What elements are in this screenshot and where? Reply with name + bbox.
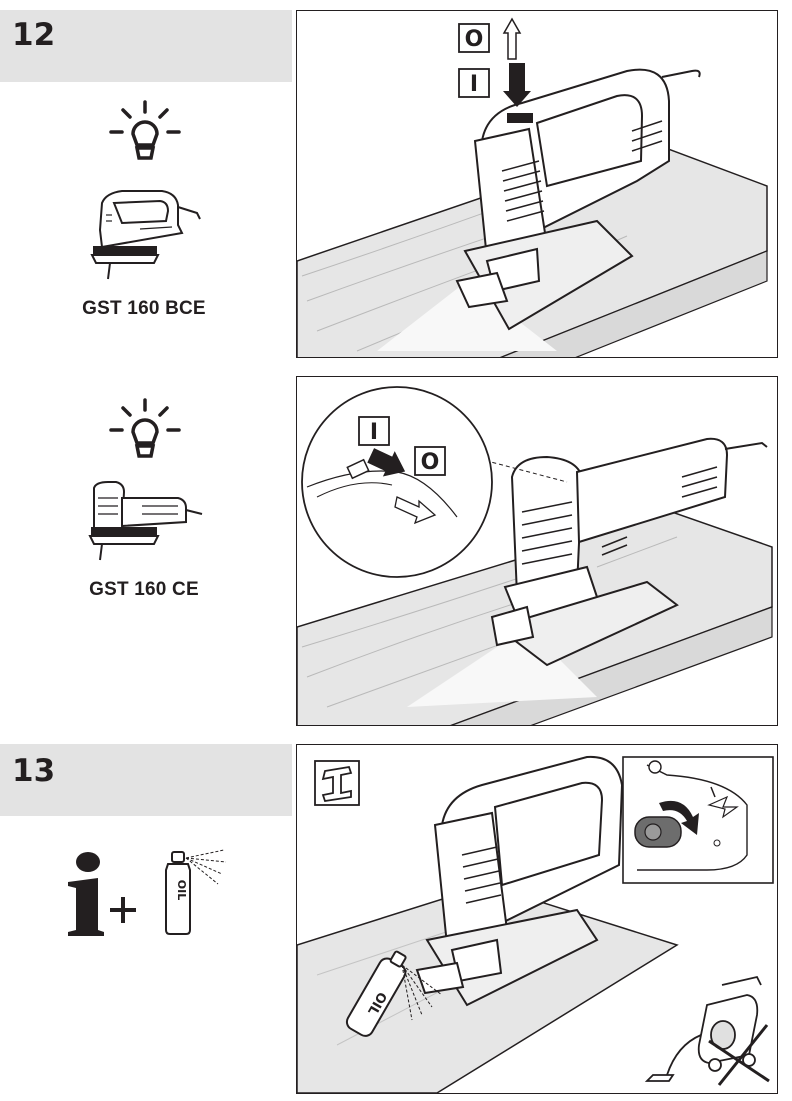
oil-can-icon: OIL [345,950,407,1037]
slide-arrow-icon [394,496,437,525]
jigsaw-on-off-illustration: I O [297,386,773,725]
off-symbol: O [421,450,440,475]
down-arrow-icon [503,63,531,107]
light-bulb-icon [109,398,181,458]
on-symbol: I [470,72,478,97]
model-label-bce: GST 160 BCE [82,298,206,319]
step-number: 13 [12,753,56,789]
oil-label: OIL [175,880,188,900]
step-13-header: 13 [0,744,292,816]
model-label-ce: GST 160 CE [89,579,199,600]
jigsaw-icon [88,481,203,561]
on-symbol: I [370,420,378,445]
illustration-panel-metal: OIL [296,744,778,1094]
step-12-header: 12 [0,10,292,82]
illustration-panel-bce: O I [296,10,778,358]
crossed-out-icon [708,1024,770,1086]
jigsaw-metal-oil-illustration: OIL [297,755,774,1093]
up-arrow-icon [502,17,522,60]
jigsaw-on-off-illustration: O I [297,17,768,357]
step-number: 12 [12,17,56,53]
rotate-arrow-icon [659,800,699,835]
info-icon [68,852,136,936]
vacuum-cleaner-icon [644,975,762,1082]
push-arrow-icon [367,448,406,477]
steel-beam-icon [321,765,353,803]
off-symbol: O [465,27,484,52]
magnifier-circle [301,386,493,578]
oil-spray-icon: OIL [165,849,227,935]
light-bulb-icon [109,100,181,160]
illustration-panel-ce: I O [296,376,778,726]
jigsaw-icon [90,190,201,280]
